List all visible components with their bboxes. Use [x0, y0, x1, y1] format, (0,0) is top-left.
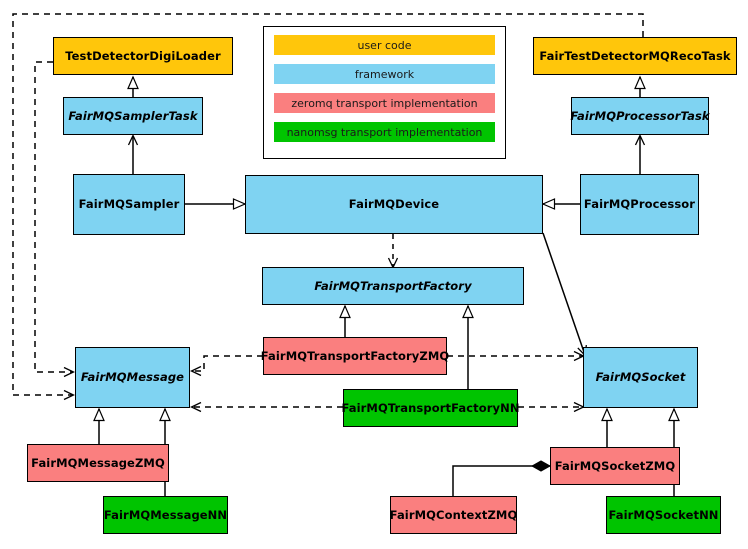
class-node-fairmq-message[interactable]: FairMQMessage [75, 347, 190, 408]
class-node-fairmq-message-nn[interactable]: FairMQMessageNN [103, 496, 228, 534]
edge-contextzmq-to-socketzmq [452, 460, 552, 496]
class-node-label: FairMQSocketZMQ [554, 458, 676, 473]
class-node-fairmq-device[interactable]: FairMQDevice [245, 175, 543, 234]
class-node-label: FairMQMessageNN [103, 507, 228, 522]
class-node-fairmq-transport-factory[interactable]: FairMQTransportFactory [262, 267, 524, 305]
legend-item-label: framework [354, 67, 415, 81]
class-node-label: FairMQTransportFactory [314, 278, 472, 293]
legend-item-label: zeromq transport implementation [291, 96, 478, 110]
legend-item-label: user code [357, 38, 412, 52]
class-node-fairmq-socket-nn[interactable]: FairMQSocketNN [606, 496, 721, 534]
class-node-fairmq-socket-zmq[interactable]: FairMQSocketZMQ [550, 447, 680, 485]
class-node-fairmq-transport-factory-nn[interactable]: FairMQTransportFactoryNN [341, 389, 520, 427]
class-node-fairmq-sampler[interactable]: FairMQSampler [73, 174, 185, 235]
legend-panel: user code framework zeromq transport imp… [263, 26, 506, 159]
class-node-label: FairMQMessage [80, 370, 185, 385]
class-node-label: FairMQSocket [595, 370, 686, 385]
legend-item-label: nanomsg transport implementation [286, 125, 483, 139]
class-node-label: FairTestDetectorMQRecoTask [539, 48, 731, 63]
legend-item-zeromq: zeromq transport implementation [274, 93, 495, 113]
class-node-label: FairMQDevice [348, 197, 440, 212]
class-node-label: FairMQProcessor [583, 197, 696, 212]
class-node-test-detector-digi-loader[interactable]: TestDetectorDigiLoader [53, 37, 233, 75]
class-node-label: TestDetectorDigiLoader [65, 48, 221, 63]
legend-item-framework: framework [274, 64, 495, 84]
class-node-fairmq-context-zmq[interactable]: FairMQContextZMQ [390, 496, 517, 534]
class-node-label: FairMQProcessorTask [570, 108, 710, 123]
edge-device-to-socket [542, 232, 585, 355]
class-node-label: FairMQSocketNN [608, 507, 719, 522]
class-node-label: FairMQSamplerTask [68, 108, 198, 123]
class-node-label: FairMQSampler [78, 197, 180, 212]
class-node-label: FairMQTransportFactoryZMQ [260, 348, 450, 363]
class-node-fairmq-message-zmq[interactable]: FairMQMessageZMQ [27, 444, 169, 482]
class-node-fair-test-detector-mq-reco-task[interactable]: FairTestDetectorMQRecoTask [533, 37, 737, 75]
class-node-fairmq-processor[interactable]: FairMQProcessor [580, 174, 699, 235]
class-node-fairmq-transport-factory-zmq[interactable]: FairMQTransportFactoryZMQ [260, 337, 450, 375]
class-node-label: FairMQContextZMQ [389, 507, 518, 522]
class-node-fairmq-socket[interactable]: FairMQSocket [583, 347, 698, 408]
class-node-fairmq-processor-task[interactable]: FairMQProcessorTask [570, 97, 710, 135]
class-node-fairmq-sampler-task[interactable]: FairMQSamplerTask [63, 97, 203, 135]
class-node-label: FairMQTransportFactoryNN [341, 400, 520, 415]
legend-item-user-code: user code [274, 35, 495, 55]
legend-item-nanomsg: nanomsg transport implementation [274, 122, 495, 142]
edge-tfzmq-to-message [192, 355, 263, 371]
class-node-label: FairMQMessageZMQ [31, 455, 165, 470]
